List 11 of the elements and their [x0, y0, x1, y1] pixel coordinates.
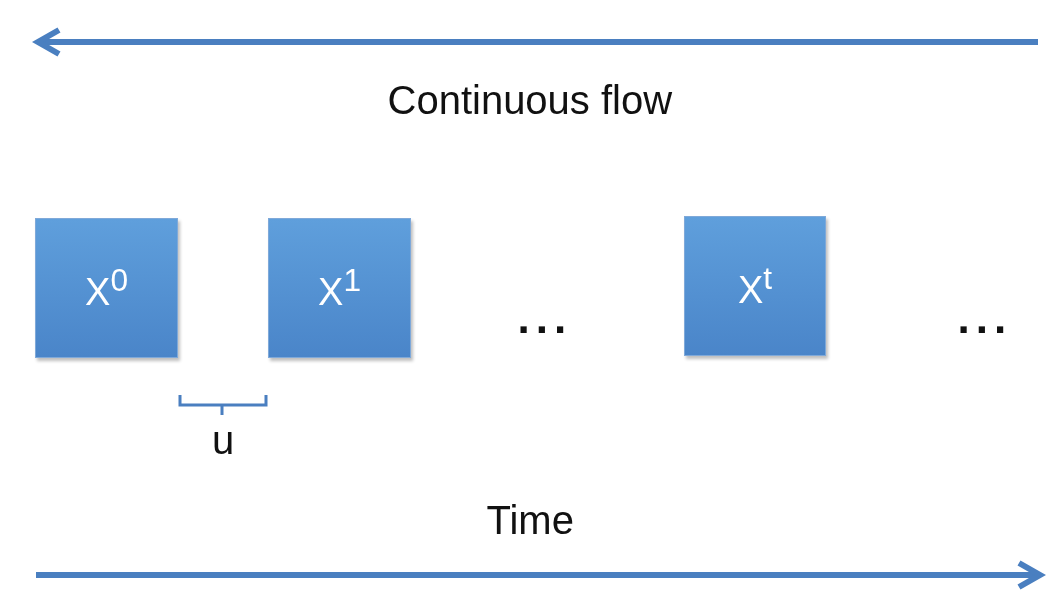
node-label: X$^{t}$	[737, 260, 773, 312]
node-label: X$^{1}$	[318, 262, 361, 314]
process-box	[35, 218, 178, 358]
node-label: X$^{0}$	[85, 262, 128, 314]
heading-label: Continuous flow	[387, 77, 673, 123]
axis-label: Time	[486, 497, 574, 543]
gap-label: u	[212, 417, 235, 463]
process-box	[684, 216, 826, 356]
ellipsis: ...	[517, 293, 573, 343]
ellipsis: ...	[957, 293, 1013, 343]
process-box	[268, 218, 411, 358]
